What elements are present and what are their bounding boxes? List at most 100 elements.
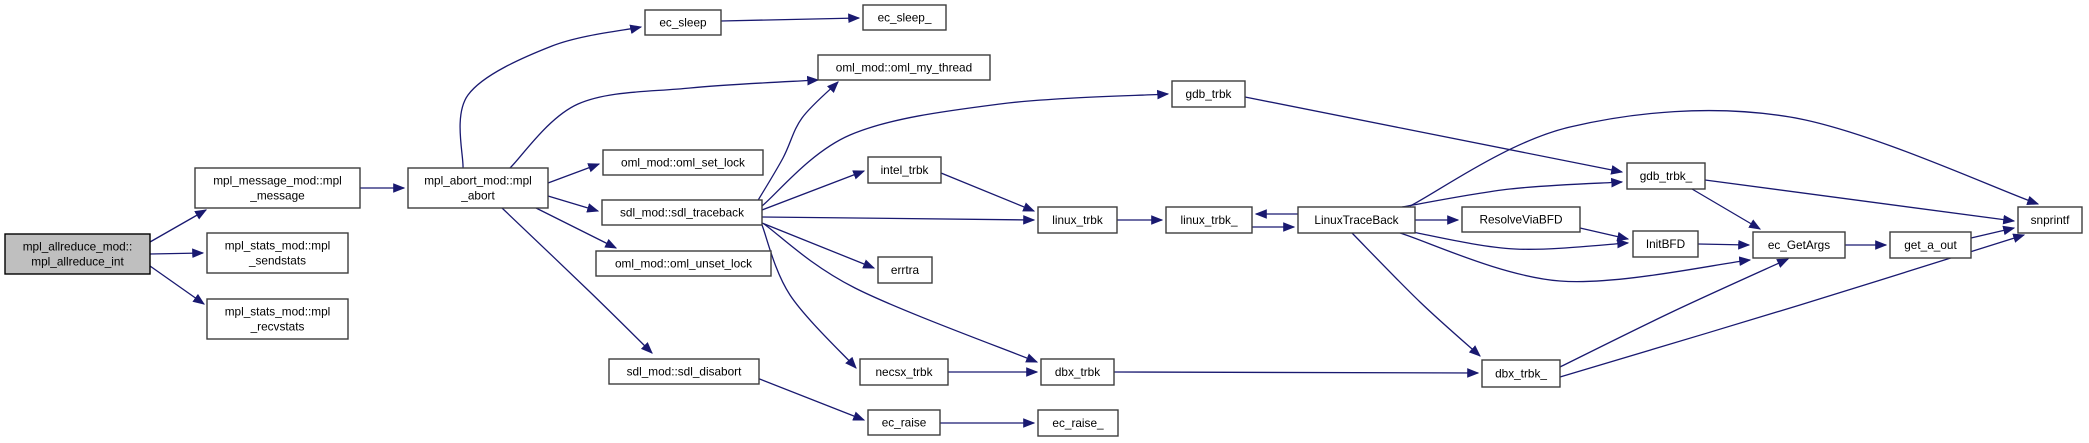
edge-sdl-traceback-to-intel-trbk bbox=[761, 170, 866, 211]
node-label-gdb-trbk: gdb_trbk bbox=[1186, 87, 1232, 101]
node-mpl-recvstats[interactable]: mpl_stats_mod::mpl_recvstats bbox=[206, 298, 349, 340]
edge-sdl-traceback-to-errtra bbox=[761, 222, 876, 269]
node-dbx-trbk-[interactable]: dbx_trbk_ bbox=[1481, 359, 1561, 388]
node-box-dbx-trbk[interactable] bbox=[1040, 358, 1115, 386]
edge-mpl-allreduce-int-to-mpl-message bbox=[149, 209, 208, 243]
node-resolveviabfd[interactable]: ResolveViaBFD bbox=[1461, 206, 1581, 233]
node-box-resolveviabfd[interactable] bbox=[1461, 206, 1581, 233]
node-ec-sleep-[interactable]: ec_sleep_ bbox=[862, 4, 947, 31]
node-box-ec-raise-[interactable] bbox=[1037, 409, 1119, 437]
node-box-errtra[interactable] bbox=[877, 256, 933, 284]
node-box-get-a-out[interactable] bbox=[1889, 231, 1972, 259]
edge-get-a-out-to-snprintf bbox=[1970, 225, 2016, 239]
node-label-oml-set-lock: oml_mod::oml_set_lock bbox=[621, 156, 745, 170]
node-box-mpl-abort[interactable] bbox=[407, 167, 549, 209]
edge-linuxtraceback-to-snprintf bbox=[1409, 109, 2040, 207]
node-box-mpl-recvstats[interactable] bbox=[206, 298, 349, 340]
node-mpl-allreduce-int[interactable]: mpl_allreduce_mod::mpl_allreduce_int bbox=[4, 233, 151, 275]
node-box-sdl-traceback[interactable] bbox=[601, 199, 763, 226]
node-mpl-sendstats[interactable]: mpl_stats_mod::mpl_sendstats bbox=[206, 232, 349, 274]
node-linux-trbk-[interactable]: linux_trbk_ bbox=[1165, 206, 1253, 234]
node-box-gdb-trbk-[interactable] bbox=[1626, 162, 1706, 190]
node-box-gdb-trbk[interactable] bbox=[1171, 80, 1246, 108]
node-box-ec-sleep[interactable] bbox=[644, 9, 722, 36]
node-ec-getargs[interactable]: ec_GetArgs bbox=[1752, 231, 1846, 259]
node-box-ec-raise[interactable] bbox=[867, 409, 941, 436]
edge-gdb-trbk-to-gdb-trbk- bbox=[1244, 96, 1624, 175]
edge-mpl-allreduce-int-to-mpl-recvstats bbox=[149, 265, 205, 305]
node-box-necsx-trbk[interactable] bbox=[859, 358, 949, 386]
node-label-mpl-message-line1: mpl_message_mod::mpl bbox=[213, 174, 342, 188]
node-mpl-abort[interactable]: mpl_abort_mod::mpl_abort bbox=[407, 167, 549, 209]
node-box-linuxtraceback[interactable] bbox=[1297, 206, 1416, 234]
node-box-snprintf[interactable] bbox=[2017, 206, 2083, 234]
edge-gdb-trbk--to-ec-getargs bbox=[1691, 188, 1762, 230]
node-label-dbx-trbk: dbx_trbk bbox=[1055, 365, 1100, 379]
node-intel-trbk[interactable]: intel_trbk bbox=[867, 156, 942, 184]
edge-sdl-traceback-to-dbx-trbk bbox=[763, 223, 1039, 363]
node-oml-unset-lock[interactable]: oml_mod::oml_unset_lock bbox=[595, 250, 772, 277]
node-box-initbfd[interactable] bbox=[1632, 230, 1699, 258]
node-box-intel-trbk[interactable] bbox=[867, 156, 942, 184]
edge-mpl-abort-to-oml-set-lock bbox=[547, 163, 601, 184]
node-label-mpl-abort-line2: _abort bbox=[460, 189, 495, 203]
node-label-mpl-allreduce-int-line1: mpl_allreduce_mod:: bbox=[23, 240, 133, 254]
node-label-mpl-sendstats-line1: mpl_stats_mod::mpl bbox=[225, 239, 331, 253]
node-label-mpl-recvstats-line1: mpl_stats_mod::mpl bbox=[225, 305, 331, 319]
edge-mpl-abort-to-sdl-traceback bbox=[547, 195, 600, 213]
edge-linuxtraceback-to-initbfd bbox=[1411, 231, 1630, 250]
node-box-mpl-allreduce-int[interactable] bbox=[4, 233, 151, 275]
node-label-errtra: errtra bbox=[891, 263, 920, 277]
node-linuxtraceback[interactable]: LinuxTraceBack bbox=[1297, 206, 1416, 234]
node-box-ec-sleep-[interactable] bbox=[862, 4, 947, 31]
node-errtra[interactable]: errtra bbox=[877, 256, 933, 284]
node-label-mpl-allreduce-int-line2: mpl_allreduce_int bbox=[31, 255, 124, 269]
node-box-mpl-message[interactable] bbox=[194, 167, 361, 209]
node-box-dbx-trbk-[interactable] bbox=[1481, 359, 1561, 388]
node-ec-raise[interactable]: ec_raise bbox=[867, 409, 941, 436]
node-box-ec-getargs[interactable] bbox=[1752, 231, 1846, 259]
node-initbfd[interactable]: InitBFD bbox=[1632, 230, 1699, 258]
node-label-oml-my-thread: oml_mod::oml_my_thread bbox=[836, 61, 972, 75]
node-label-ec-sleep-: ec_sleep_ bbox=[878, 11, 932, 25]
node-box-linux-trbk[interactable] bbox=[1037, 206, 1118, 234]
node-label-initbfd: InitBFD bbox=[1646, 237, 1685, 251]
node-label-gdb-trbk-: gdb_trbk_ bbox=[1640, 169, 1693, 183]
node-necsx-trbk[interactable]: necsx_trbk bbox=[859, 358, 949, 386]
node-sdl-disabort[interactable]: sdl_mod::sdl_disabort bbox=[608, 358, 760, 385]
edge-mpl-abort-to-oml-unset-lock bbox=[535, 207, 618, 249]
node-label-mpl-recvstats-line2: _recvstats bbox=[250, 320, 305, 334]
node-sdl-traceback[interactable]: sdl_mod::sdl_traceback bbox=[601, 199, 763, 226]
node-mpl-message[interactable]: mpl_message_mod::mpl_message bbox=[194, 167, 361, 209]
node-box-oml-set-lock[interactable] bbox=[602, 149, 764, 176]
edges-layer bbox=[149, 13, 2040, 428]
node-label-dbx-trbk-: dbx_trbk_ bbox=[1495, 367, 1547, 381]
edge-initbfd-to-ec-getargs bbox=[1697, 239, 1751, 250]
node-box-oml-my-thread[interactable] bbox=[817, 54, 991, 81]
node-gdb-trbk[interactable]: gdb_trbk bbox=[1171, 80, 1246, 108]
edge-gdb-trbk--to-snprintf bbox=[1704, 179, 2016, 225]
edge-dbx-trbk-to-dbx-trbk- bbox=[1113, 368, 1480, 378]
node-box-mpl-sendstats[interactable] bbox=[206, 232, 349, 274]
node-linux-trbk[interactable]: linux_trbk bbox=[1037, 206, 1118, 234]
node-oml-set-lock[interactable]: oml_mod::oml_set_lock bbox=[602, 149, 764, 176]
node-label-linux-trbk: linux_trbk bbox=[1052, 213, 1103, 227]
node-snprintf[interactable]: snprintf bbox=[2017, 206, 2083, 234]
node-label-snprintf: snprintf bbox=[2031, 213, 2070, 227]
node-oml-my-thread[interactable]: oml_mod::oml_my_thread bbox=[817, 54, 991, 81]
node-ec-sleep[interactable]: ec_sleep bbox=[644, 9, 722, 36]
node-box-linux-trbk-[interactable] bbox=[1165, 206, 1253, 234]
edge-sdl-traceback-to-gdb-trbk bbox=[761, 89, 1170, 207]
edge-mpl-allreduce-int-to-mpl-sendstats bbox=[149, 248, 205, 259]
node-label-get-a-out: get_a_out bbox=[1904, 238, 1957, 252]
node-ec-raise-[interactable]: ec_raise_ bbox=[1037, 409, 1119, 437]
node-box-oml-unset-lock[interactable] bbox=[595, 250, 772, 277]
node-label-ec-getargs: ec_GetArgs bbox=[1768, 238, 1830, 252]
node-gdb-trbk-[interactable]: gdb_trbk_ bbox=[1626, 162, 1706, 190]
node-box-sdl-disabort[interactable] bbox=[608, 358, 760, 385]
node-dbx-trbk[interactable]: dbx_trbk bbox=[1040, 358, 1115, 386]
node-get-a-out[interactable]: get_a_out bbox=[1889, 231, 1972, 259]
edge-ec-sleep-to-ec-sleep- bbox=[720, 13, 861, 24]
